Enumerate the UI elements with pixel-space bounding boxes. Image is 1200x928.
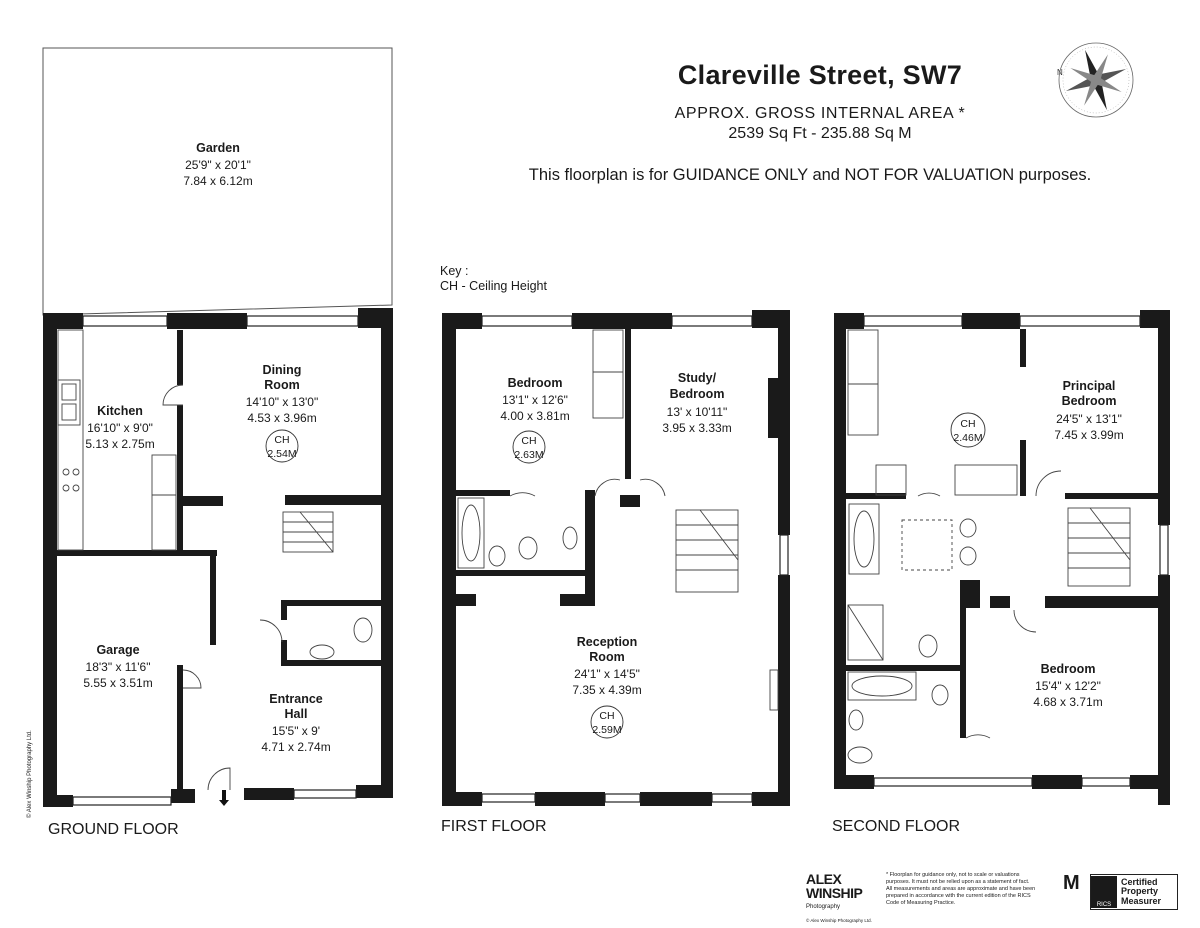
disclaimer: * Floorplan for guidance only, not to sc… (886, 872, 1036, 906)
area-value: 2539 Sq Ft - 235.88 Sq M (728, 125, 912, 142)
kitchen-imperial: 16'10" x 9'0" (87, 421, 153, 435)
garden-imperial: 25'9" x 20'1" (185, 158, 251, 172)
garage-metric: 5.55 x 3.51m (83, 676, 152, 690)
rics-seal: RICS (1091, 876, 1117, 908)
key-entry: CH - Ceiling Height (440, 279, 547, 293)
principal-metric: 7.45 x 3.99m (1054, 428, 1123, 442)
ch-label: CH (960, 418, 975, 430)
dining-metric: 4.53 x 3.96m (247, 411, 316, 425)
hall-imperial: 15'5" x 9' (272, 724, 320, 738)
ceiling-height-badge (512, 430, 546, 464)
second-bedroom-name: Bedroom (1041, 662, 1096, 676)
first-floor-label: FIRST FLOOR (441, 818, 547, 835)
kitchen-name: Kitchen (97, 404, 143, 418)
dining-ceiling-height: 2.54M (267, 448, 296, 460)
first-bedroom-ceiling-height: 2.63M (514, 449, 543, 461)
principal-imperial: 24'5" x 13'1" (1056, 412, 1122, 426)
reception-imperial: 24'1" x 14'5" (574, 667, 640, 681)
brand-line2: WINSHIP (806, 885, 863, 901)
reception-ceiling-height: 2.59M (592, 724, 621, 736)
reception-metric: 7.35 x 4.39m (572, 683, 641, 697)
ground-floor-label: GROUND FLOOR (48, 821, 179, 838)
study-name-line1: Study/ (678, 371, 717, 385)
brand-copyright: © Alex Winship Photography Ltd. (806, 918, 872, 923)
hall-metric: 4.71 x 2.74m (261, 740, 330, 754)
garage-imperial: 18'3" x 11'6" (86, 660, 151, 674)
dining-name-line1: Dining (263, 363, 302, 377)
principal-name-line2: Bedroom (1062, 394, 1117, 408)
compass-rose-icon: N (1057, 42, 1134, 118)
property-title: Clareville Street, SW7 (677, 60, 963, 90)
ch-label: CH (599, 710, 614, 722)
hall-name-line2: Hall (285, 707, 308, 721)
garden-metric: 7.84 x 6.12m (183, 174, 252, 188)
first-bedroom-imperial: 13'1" x 12'6" (502, 393, 568, 407)
second-bedroom-imperial: 15'4" x 12'2" (1035, 679, 1101, 693)
key-legend: Key : CH - Ceiling Height (440, 264, 547, 294)
ch-label: CH (521, 435, 536, 447)
ceiling-height-badge (265, 429, 299, 463)
ch-label: CH (274, 434, 289, 446)
first-bedroom-metric: 4.00 x 3.81m (500, 409, 569, 423)
study-metric: 3.95 x 3.33m (662, 421, 731, 435)
garden-name: Garden (196, 141, 240, 155)
study-name-line2: Bedroom (670, 387, 725, 401)
dining-imperial: 14'10" x 13'0" (246, 395, 319, 409)
ground-floor-plan (42, 47, 393, 807)
first-floor-plan (442, 310, 790, 806)
reception-name-line2: Room (589, 650, 624, 664)
second-bedroom-metric: 4.68 x 3.71m (1033, 695, 1102, 709)
dining-name-line2: Room (264, 378, 299, 392)
brand-logo: ALEX WINSHIP Photography © Alex Winship … (806, 872, 872, 928)
compass-n-label: N (1057, 68, 1063, 77)
entrance-arrow-icon (219, 790, 229, 806)
rics-badge: RICS Certified Property Measurer (1090, 874, 1178, 910)
rics-line2: Property (1121, 886, 1159, 897)
first-bedroom-name: Bedroom (508, 376, 563, 390)
rics-cert-text: Certified Property Measurer (1117, 876, 1162, 907)
garden-outline (42, 47, 393, 316)
hall-name-line1: Entrance (269, 692, 323, 706)
study-imperial: 13' x 10'11" (667, 405, 728, 419)
landing-ceiling-height: 2.46M (953, 432, 982, 444)
side-credit: © Alex Winship Photography Ltd. (27, 730, 33, 818)
garage-name: Garage (96, 643, 139, 657)
ceiling-height-badge (950, 412, 986, 448)
second-floor-label: SECOND FLOOR (832, 818, 960, 835)
brand-sub: Photography (806, 904, 841, 910)
rics-line3: Measurer (1121, 895, 1162, 906)
area-label: APPROX. GROSS INTERNAL AREA * (674, 105, 966, 122)
brand-line1: ALEX (806, 871, 842, 887)
m-logo: M (1063, 872, 1080, 894)
guidance-note: This floorplan is for GUIDANCE ONLY and … (528, 166, 1092, 184)
reception-name-line1: Reception (577, 635, 637, 649)
key-heading: Key : (440, 264, 469, 278)
second-floor-plan (834, 310, 1170, 805)
principal-name-line1: Principal (1063, 379, 1116, 393)
rics-line1: Certified (1121, 876, 1158, 887)
kitchen-metric: 5.13 x 2.75m (85, 437, 154, 451)
ceiling-height-badge (590, 705, 624, 739)
